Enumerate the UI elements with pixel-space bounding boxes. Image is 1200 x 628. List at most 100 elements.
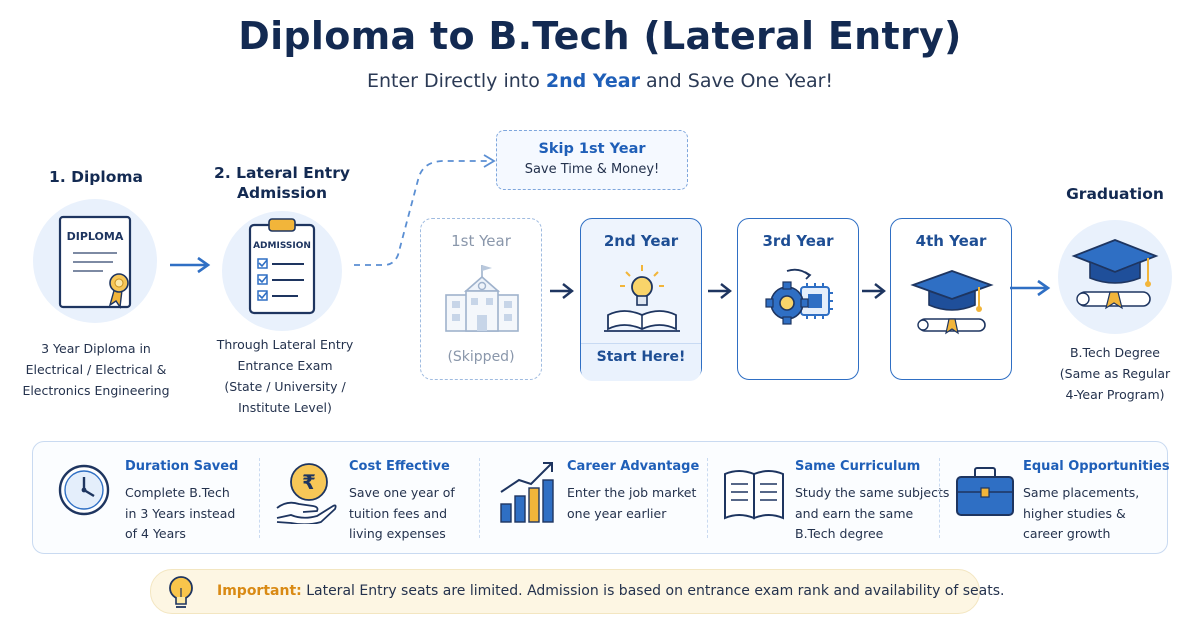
benefit-divider: [259, 458, 260, 538]
benefit-title: Equal Opportunities: [1023, 459, 1170, 474]
diploma-desc-line: Electrical / Electrical &: [25, 362, 167, 377]
benefit-text: Complete B.Tech in 3 Years instead of 4 …: [125, 483, 235, 545]
admission-title-line: Admission: [236, 184, 327, 202]
year-title: 2nd Year: [603, 232, 679, 250]
arrow-right-icon: [862, 283, 886, 299]
subtitle-post: and Save One Year!: [639, 70, 834, 92]
benefit-text-line: Save one year of: [349, 485, 455, 500]
diploma-desc-line: 3 Year Diploma in: [41, 341, 151, 356]
benefit-title: Duration Saved: [125, 459, 239, 474]
benefit-title: Same Curriculum: [795, 459, 921, 474]
rupee-coin-icon: ₹: [276, 463, 337, 524]
school-building-icon: [445, 265, 519, 332]
admission-desc-line: Entrance Exam: [237, 358, 333, 373]
graduation-desc-line: (Same as Regular: [1059, 366, 1171, 381]
briefcase-icon: [956, 467, 1014, 516]
benefit-text-line: Same placements,: [1023, 485, 1140, 500]
admission-icon-label: ADMISSION: [253, 241, 311, 251]
skip-subtitle: Save Time & Money!: [524, 162, 660, 177]
growth-chart-icon: [500, 462, 554, 523]
lightbulb-book-icon: [604, 265, 680, 332]
benefit-text-line: Study the same subjects: [795, 485, 950, 500]
year-title: 3rd Year: [762, 232, 834, 250]
admission-step-title: 2. Lateral Entry Admission: [207, 163, 357, 203]
admission-title-line: 2. Lateral Entry: [214, 164, 350, 182]
benefit-title: Cost Effective: [349, 459, 450, 474]
lightbulb-icon: [169, 576, 193, 608]
year-card-2nd: 2nd Year Start Here!: [580, 218, 702, 381]
skip-first-year-callout: Skip 1st Year Save Time & Money!: [496, 130, 688, 190]
clipboard-checklist-icon: ADMISSION: [248, 218, 316, 315]
benefit-career-advantage: Career Advantage Enter the job market on…: [479, 442, 707, 555]
important-note-banner: Important: Lateral Entry seats are limit…: [150, 569, 1004, 614]
graduation-desc-line: 4-Year Program): [1065, 387, 1165, 402]
svg-text:₹: ₹: [302, 470, 316, 494]
benefit-text-line: Enter the job market: [567, 485, 697, 500]
dashed-connector-arrow-icon: [354, 154, 496, 266]
gear-chip-icon: [765, 268, 833, 325]
diploma-step-title: 1. Diploma: [49, 168, 143, 186]
year-card-3rd: 3rd Year: [737, 218, 859, 380]
open-book-icon: [724, 470, 784, 520]
arrow-right-icon: [550, 283, 574, 299]
benefit-text: Study the same subjects and earn the sam…: [795, 483, 949, 545]
graduation-step-title: Graduation: [1066, 185, 1164, 203]
benefit-text-line: career growth: [1023, 526, 1111, 541]
benefit-equal-opportunities: Equal Opportunities Same placements, hig…: [939, 442, 1170, 555]
year-title: 4th Year: [915, 232, 987, 250]
benefit-text: Same placements, higher studies & career…: [1023, 483, 1139, 545]
important-note-text: Important: Lateral Entry seats are limit…: [217, 583, 1004, 599]
year-card-4th: 4th Year: [890, 218, 1012, 380]
benefit-text-line: one year earlier: [567, 505, 667, 521]
arrow-right-icon: [170, 256, 211, 274]
admission-desc-line: Through Lateral Entry: [216, 337, 354, 352]
graduation-circle: [1058, 220, 1172, 334]
benefit-text-line: higher studies &: [1023, 505, 1126, 521]
benefit-text-line: living expenses: [349, 526, 446, 541]
arrow-right-icon: [708, 283, 732, 299]
page-subtitle: Enter Directly into 2nd Year and Save On…: [0, 70, 1200, 92]
benefit-cost-effective: ₹ Cost Effective Save one year of tuitio…: [259, 442, 479, 555]
important-label: Important:: [217, 583, 302, 599]
benefit-text-line: Complete B.Tech: [125, 485, 230, 500]
graduation-cap-icon: [910, 270, 994, 335]
diploma-description: 3 Year Diploma in Electrical / Electrica…: [13, 338, 179, 401]
diploma-desc-line: Electronics Engineering: [22, 383, 170, 398]
page-title: Diploma to B.Tech (Lateral Entry): [238, 14, 962, 58]
diploma-certificate-icon: DIPLOMA: [58, 215, 132, 309]
admission-desc-line: (State / University /: [224, 379, 346, 394]
subtitle-pre: Enter Directly into: [366, 70, 546, 92]
benefit-divider: [939, 458, 940, 538]
benefit-text-line: tuition fees and: [349, 505, 447, 521]
subtitle-highlight: 2nd Year: [545, 70, 640, 92]
year-footer: Start Here!: [596, 349, 686, 365]
admission-description: Through Lateral Entry Entrance Exam (Sta…: [200, 334, 370, 418]
arrow-right-icon: [1010, 279, 1051, 297]
diploma-icon-label: DIPLOMA: [67, 230, 124, 243]
admission-circle: ADMISSION: [222, 211, 342, 331]
admission-desc-line: Institute Level): [238, 400, 332, 415]
graduation-description: B.Tech Degree (Same as Regular 4-Year Pr…: [1040, 342, 1190, 405]
important-message: Lateral Entry seats are limited. Admissi…: [306, 583, 1005, 599]
year-card-1st: 1st Year (Skipped): [420, 218, 542, 380]
diploma-circle: DIPLOMA: [33, 199, 157, 323]
graduation-desc-line: B.Tech Degree: [1069, 345, 1160, 360]
benefit-text: Enter the job market one year earlier: [567, 483, 696, 524]
benefit-text-line: in 3 Years instead: [125, 505, 236, 521]
clock-icon: [58, 464, 110, 516]
benefit-divider: [707, 458, 708, 538]
year-footer: (Skipped): [447, 349, 515, 365]
benefits-panel: Duration Saved Complete B.Tech in 3 Year…: [32, 441, 1170, 555]
graduation-cap-diploma-icon: [1071, 239, 1159, 310]
benefit-text-line: of 4 Years: [125, 526, 186, 541]
benefit-duration-saved: Duration Saved Complete B.Tech in 3 Year…: [33, 442, 259, 555]
skip-title: Skip 1st Year: [538, 141, 646, 157]
benefit-title: Career Advantage: [567, 459, 700, 474]
year-title: 1st Year: [451, 232, 511, 250]
benefit-divider: [479, 458, 480, 538]
benefit-text-line: and earn the same: [795, 505, 914, 521]
benefit-text-line: B.Tech degree: [795, 526, 884, 541]
benefit-same-curriculum: Same Curriculum Study the same subjects …: [707, 442, 949, 555]
year-card-footer-band: [581, 343, 701, 381]
benefit-text: Save one year of tuition fees and living…: [349, 483, 455, 545]
